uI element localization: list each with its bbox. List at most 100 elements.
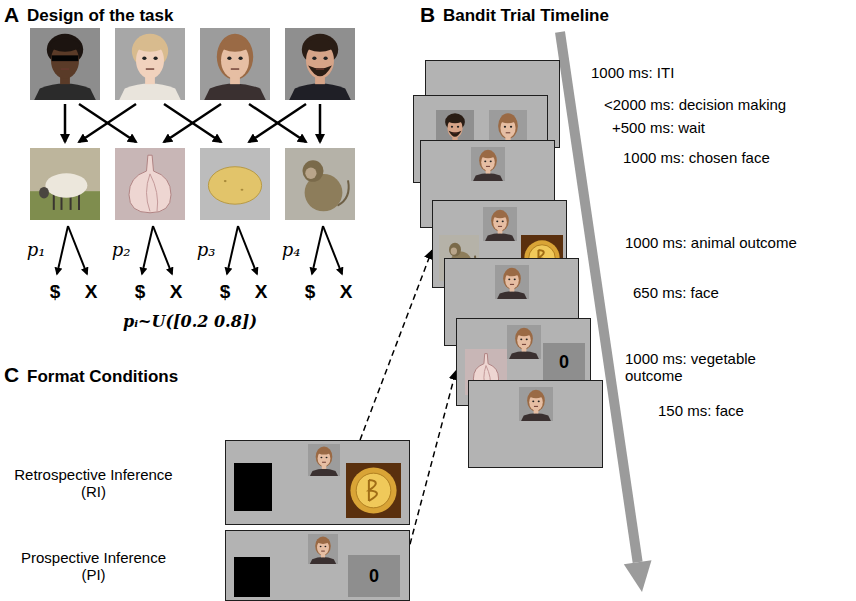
eye bbox=[514, 278, 516, 280]
timing-label: Prospective Inference (PI) bbox=[11, 549, 176, 584]
hair bbox=[305, 39, 334, 52]
mouth bbox=[61, 68, 69, 69]
eye bbox=[532, 400, 534, 402]
mouth bbox=[534, 406, 538, 407]
label-holder: p₁ bbox=[27, 240, 46, 261]
screen-content bbox=[226, 441, 411, 526]
shoulders bbox=[521, 413, 551, 421]
eye bbox=[142, 56, 146, 60]
panel-title: Bandit Trial Timeline bbox=[443, 6, 609, 26]
label-holder: B bbox=[420, 3, 435, 27]
timing-label: 650 ms: face bbox=[633, 284, 719, 301]
body bbox=[45, 173, 87, 197]
head bbox=[303, 160, 324, 182]
coin-face bbox=[356, 473, 391, 508]
shoulders bbox=[310, 469, 338, 476]
hair bbox=[317, 539, 330, 544]
label-holder: +500 ms: wait bbox=[612, 119, 705, 136]
photo-ground bbox=[30, 28, 100, 100]
mouth bbox=[510, 284, 514, 285]
mouth bbox=[146, 68, 154, 69]
panel-title: Design of the task bbox=[27, 6, 173, 26]
eye bbox=[538, 400, 540, 402]
label-holder: $ bbox=[305, 281, 316, 303]
outcome-arrow bbox=[57, 226, 68, 274]
mouth bbox=[231, 68, 239, 69]
probability-label: p₃ bbox=[197, 240, 216, 261]
hair bbox=[498, 113, 518, 139]
hair bbox=[220, 39, 249, 52]
reward-symbol: $ bbox=[135, 281, 146, 303]
monkey-photo bbox=[285, 148, 355, 220]
timing-label: 1000 ms: animal outcome bbox=[625, 234, 797, 251]
timing-label: 1000 ms: chosen face bbox=[623, 149, 770, 166]
eye bbox=[457, 126, 459, 128]
face-photo bbox=[30, 28, 100, 100]
bulb bbox=[129, 155, 171, 213]
hair bbox=[500, 116, 516, 123]
photo-ground bbox=[30, 148, 100, 220]
photo-ground bbox=[285, 148, 355, 220]
design-arrow bbox=[249, 104, 306, 142]
label-holder: $ bbox=[220, 281, 231, 303]
no-reward-symbol: X bbox=[340, 281, 353, 303]
dashed-arrow bbox=[410, 371, 456, 544]
label-holder: 1000 ms: animal outcome bbox=[625, 234, 797, 251]
photo-ground bbox=[285, 28, 355, 100]
face-photo bbox=[507, 325, 541, 359]
label-holder: 1000 ms: vegetable outcome bbox=[625, 350, 795, 385]
coin-rim bbox=[350, 467, 396, 513]
head bbox=[39, 187, 49, 199]
shoulders bbox=[473, 173, 503, 181]
formula: pᵢ~U([0.2 0.8]) bbox=[123, 313, 257, 331]
eye-spot bbox=[241, 189, 244, 191]
mouth bbox=[453, 132, 458, 133]
mouth bbox=[506, 132, 511, 133]
shoulders bbox=[497, 291, 527, 299]
label-holder: 150 ms: face bbox=[658, 402, 744, 419]
label-holder: 650 ms: face bbox=[633, 284, 719, 301]
eye bbox=[320, 546, 322, 548]
muzzle bbox=[451, 247, 457, 254]
face-photo bbox=[471, 147, 505, 181]
design-arrow bbox=[79, 104, 136, 142]
blank-square bbox=[234, 557, 270, 597]
label-holder: $ bbox=[50, 281, 61, 303]
photo-ground bbox=[115, 28, 185, 100]
eye bbox=[312, 56, 316, 60]
label-holder: Format Conditions bbox=[27, 367, 178, 387]
panel-letter: B bbox=[420, 3, 435, 27]
muzzle bbox=[305, 167, 316, 179]
eye bbox=[451, 126, 453, 128]
label-holder: X bbox=[170, 281, 183, 303]
hair bbox=[491, 210, 509, 232]
eye bbox=[326, 457, 328, 459]
panel-title: Format Conditions bbox=[27, 367, 178, 387]
label-holder: Design of the task bbox=[27, 6, 173, 26]
screen-content bbox=[469, 381, 604, 469]
eye bbox=[502, 220, 504, 222]
timing-label: 150 ms: face bbox=[658, 402, 744, 419]
photo-ground bbox=[200, 28, 270, 100]
face-photo bbox=[200, 28, 270, 100]
clove-line bbox=[147, 174, 151, 211]
outcome-arrow bbox=[312, 226, 323, 274]
probability-label: p₂ bbox=[112, 240, 131, 261]
eye bbox=[484, 160, 486, 162]
photo-ground bbox=[483, 207, 517, 241]
timing-label: 1000 ms: vegetable outcome bbox=[625, 350, 795, 385]
hair bbox=[217, 34, 253, 80]
face-photo bbox=[115, 28, 185, 100]
hair bbox=[503, 268, 521, 290]
label-holder: C bbox=[4, 363, 19, 387]
coin-photo bbox=[346, 463, 401, 518]
hair bbox=[317, 449, 330, 455]
face-photo bbox=[519, 387, 553, 421]
eye-spot bbox=[224, 180, 227, 182]
outcome-value: 0 bbox=[559, 352, 569, 373]
screen-frame: Prospective Inference (PI)0 bbox=[225, 530, 410, 601]
shoulders bbox=[509, 351, 539, 359]
screen-frame: 150 ms: face bbox=[468, 380, 603, 468]
eye bbox=[504, 126, 506, 128]
